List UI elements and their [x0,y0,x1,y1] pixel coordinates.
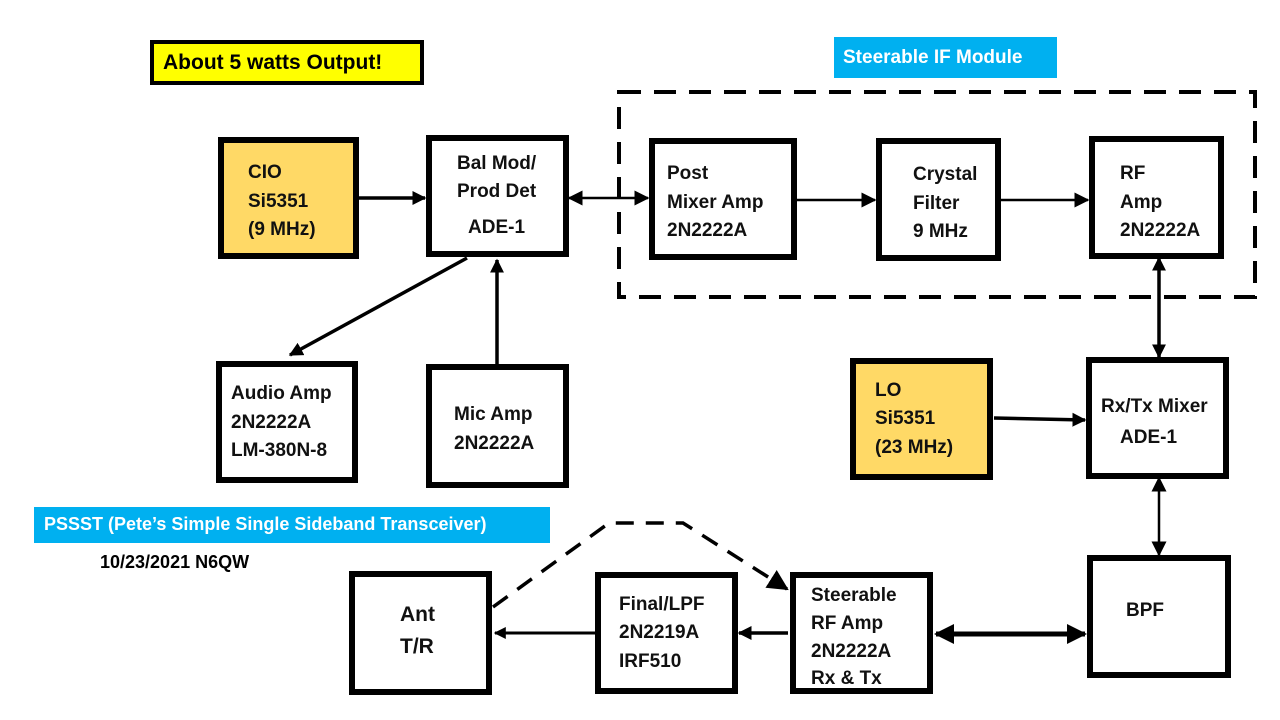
block-line: Amp [1120,192,1163,213]
block-line: LO [875,380,902,401]
crystal-filter-block: Crystal Filter 9 MHz [876,138,1001,261]
final-lpf-block: Final/LPF 2N2219A IRF510 [595,572,738,694]
block-line: ADE-1 [1120,427,1178,448]
block-line: RF Amp [811,613,884,634]
block-line: Filter [913,193,960,214]
block-line: Steerable [811,585,897,606]
if-module-tag: Steerable IF Module [834,37,1057,78]
block-line: Rx/Tx Mixer [1101,396,1208,417]
lo-oscillator-block: LO Si5351 (23 MHz) [850,358,993,480]
block-line: LM-380N-8 [231,440,328,461]
bal-mod-prod-det-block: Bal Mod/ Prod Det ADE-1 [426,135,569,257]
block-line: Bal Mod/ [457,153,537,174]
block-line: T/R [400,635,434,658]
block-line: 9 MHz [913,221,968,242]
rx-tx-mixer-block: Rx/Tx Mixer ADE-1 [1086,357,1229,479]
block-line: Si5351 [875,408,936,429]
wire-lo-mixer [993,412,1087,427]
block-line: 2N2222A [667,220,748,241]
block-line: RF [1120,163,1146,184]
block-line: Mixer Amp [667,192,764,213]
block-line: 2N2219A [619,622,700,643]
block-line: 2N2222A [1120,220,1201,241]
block-line: 2N2222A [811,641,892,662]
power-output-callout: About 5 watts Output! [150,40,424,85]
cio-oscillator-block: CIO Si5351 (9 MHz) [218,137,359,259]
ant-tr-block: Ant T/R [349,571,492,695]
wire-ant-steerable-dashed [491,521,789,609]
if-rf-amp-block: RF Amp 2N2222A [1089,136,1224,259]
block-line: 2N2222A [231,412,312,433]
block-line: Mic Amp [454,404,533,425]
block-line: Crystal [913,164,978,185]
audio-amp-block: Audio Amp 2N2222A LM-380N-8 [216,361,358,483]
block-line: (9 MHz) [248,219,316,240]
block-line: Si5351 [248,191,309,212]
date-callsign: 10/23/2021 N6QW [100,552,250,572]
block-line: Audio Amp [231,383,332,404]
block-line: Rx & Tx [811,668,882,689]
bpf-block: BPF [1087,555,1231,678]
block-line: IRF510 [619,651,682,672]
project-title-tag: PSSST (Pete’s Simple Single Sideband Tra… [34,507,550,543]
block-line: Post [667,163,709,184]
block-line: BPF [1126,600,1164,621]
block-line: Final/LPF [619,594,705,615]
post-mixer-amp-block: Post Mixer Amp 2N2222A [649,138,797,260]
block-line: Prod Det [457,181,537,202]
block-line: (23 MHz) [875,437,954,458]
mic-amp-block: Mic Amp 2N2222A [426,364,569,488]
block-line: ADE-1 [468,217,526,238]
steerable-rf-amp-block: Steerable RF Amp 2N2222A Rx & Tx [790,572,933,694]
block-line: Ant [400,603,435,626]
wire-balmod-audio [288,256,468,357]
block-line: CIO [248,162,282,183]
block-line: 2N2222A [454,433,535,454]
